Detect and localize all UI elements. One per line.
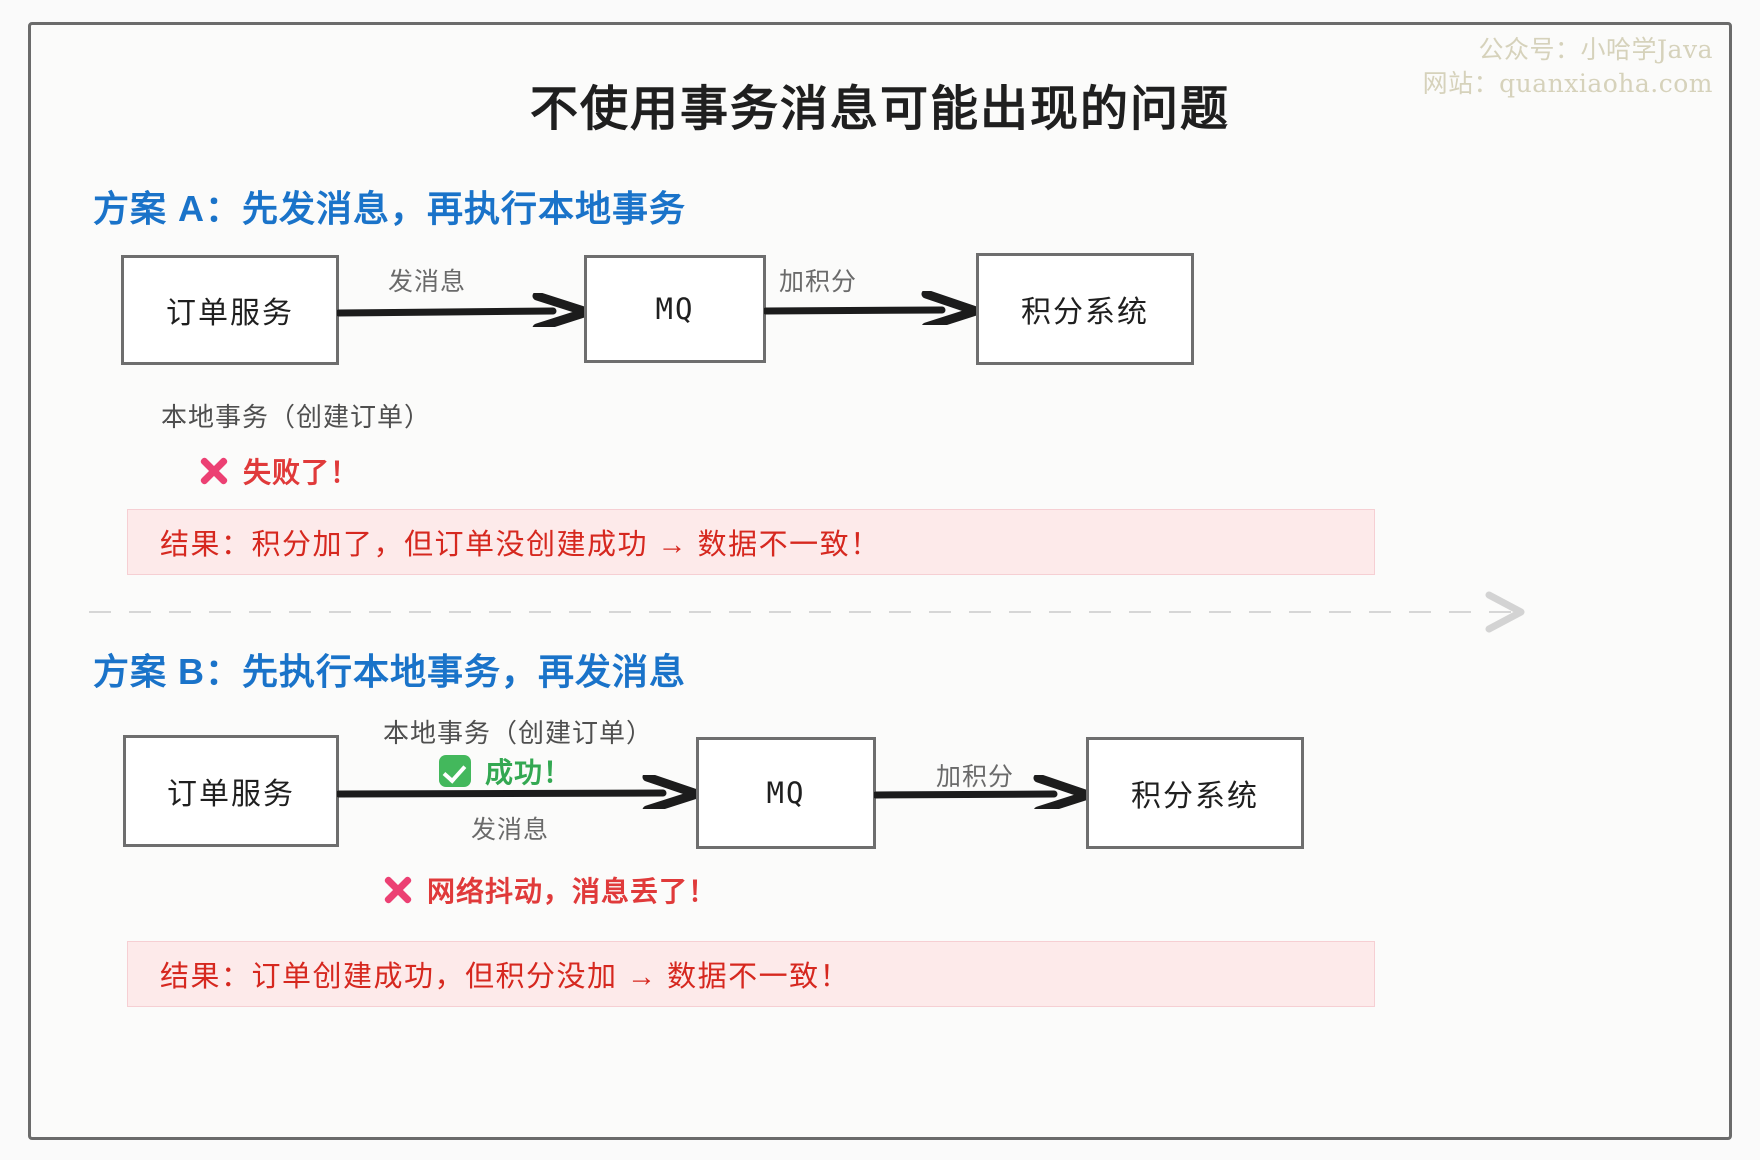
cross-icon xyxy=(199,456,229,486)
status-label: 失败了！ xyxy=(243,457,360,488)
status-label: 网络抖动，消息丢了！ xyxy=(427,876,718,907)
scheme-b-status-message-lost: 网络抖动，消息丢了！ xyxy=(383,870,717,910)
scheme-a-label-send-message: 发消息 xyxy=(388,268,467,296)
result-text: 结果：订单创建成功，但积分没加 → 数据不一致！ xyxy=(160,961,851,993)
scheme-b-arrow-send-message xyxy=(337,775,701,809)
node-label: MQ xyxy=(766,776,806,810)
scheme-b-heading: 方案 B：先执行本地事务，再发消息 xyxy=(93,651,687,692)
scheme-a-arrow-send-message xyxy=(337,293,591,327)
scheme-b-status-success: 成功！ xyxy=(439,751,572,791)
status-label: 成功！ xyxy=(485,757,573,788)
scheme-a-node-points-system: 积分系统 xyxy=(976,253,1194,365)
scheme-a-local-transaction-note: 本地事务（创建订单） xyxy=(161,402,432,432)
watermark: 公众号：小哈学Java 网站：quanxiaoha.com xyxy=(1423,33,1713,101)
node-label: 积分系统 xyxy=(1021,296,1149,329)
page-title: 不使用事务消息可能出现的问题 xyxy=(529,83,1230,136)
scheme-a-node-mq: MQ xyxy=(584,255,766,363)
scheme-a-status-failed: 失败了！ xyxy=(199,451,359,491)
watermark-line-1: 公众号：小哈学Java xyxy=(1478,35,1713,64)
scheme-b-local-transaction-note: 本地事务（创建订单） xyxy=(383,718,654,748)
scheme-a-heading: 方案 A：先发消息，再执行本地事务 xyxy=(93,188,687,229)
check-icon xyxy=(439,755,471,787)
scheme-a-result-banner: 结果：积分加了，但订单没创建成功 → 数据不一致！ xyxy=(127,509,1375,575)
node-label: 积分系统 xyxy=(1131,780,1259,813)
result-text: 结果：积分加了，但订单没创建成功 → 数据不一致！ xyxy=(160,529,881,561)
scheme-b-label-add-points: 加积分 xyxy=(936,763,1015,791)
node-label: 订单服务 xyxy=(167,778,295,811)
divider-chevron-right-icon xyxy=(1483,591,1527,633)
cross-icon xyxy=(383,875,413,905)
watermark-line-2: 网站：quanxiaoha.com xyxy=(1422,68,1713,98)
section-divider xyxy=(89,611,1513,613)
diagram-frame: 公众号：小哈学Java 网站：quanxiaoha.com 不使用事务消息可能出… xyxy=(28,22,1732,1140)
scheme-b-node-order-service: 订单服务 xyxy=(123,735,339,847)
scheme-b-label-send-message: 发消息 xyxy=(471,816,550,844)
scheme-a-node-order-service: 订单服务 xyxy=(121,255,339,365)
scheme-b-node-mq: MQ xyxy=(696,737,876,849)
scheme-a-label-add-points: 加积分 xyxy=(779,268,858,296)
node-label: MQ xyxy=(655,292,695,326)
scheme-b-result-banner: 结果：订单创建成功，但积分没加 → 数据不一致！ xyxy=(127,941,1375,1007)
node-label: 订单服务 xyxy=(166,297,294,330)
scheme-b-node-points-system: 积分系统 xyxy=(1086,737,1304,849)
